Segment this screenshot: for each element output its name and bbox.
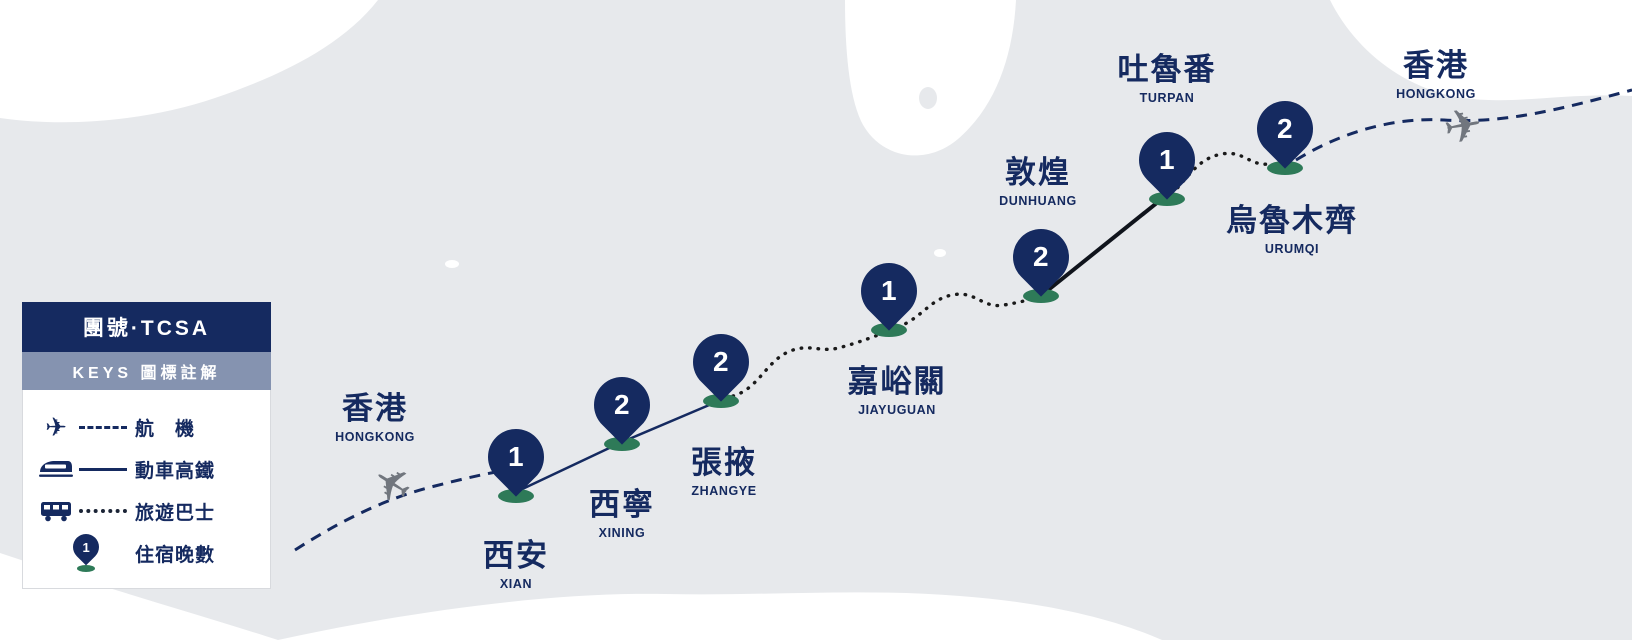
stop-name-en: HONGKONG: [1396, 87, 1476, 101]
route-bus-zhangye-jiayuguan: [731, 329, 890, 398]
stop-label-hongkong-depart: 香港 HONGKONG: [335, 383, 415, 444]
legend-item-label: 旅遊巴士: [135, 502, 216, 524]
stop-name-zh: 敦煌: [1005, 155, 1071, 190]
stop-name-zh: 西安: [483, 538, 549, 573]
train-icon: [37, 458, 75, 480]
stop-name-en: DUNHUANG: [999, 194, 1077, 208]
stop-label-xian: 西安 XIAN: [483, 530, 549, 591]
nights-pin-icon: 1: [67, 528, 105, 572]
legend-body: ✈ 航 機 動車高鐵: [22, 390, 271, 589]
route-lines: [294, 88, 1632, 552]
stop-label-zhangye: 張掖 ZHANGYE: [691, 437, 757, 498]
dashed-line-sample: [79, 425, 127, 429]
legend-panel: 團號·TCSA KEYS 圖標註解 ✈ 航 機 動車高: [22, 302, 271, 589]
legend-item-flight: ✈ 航 機: [37, 406, 256, 448]
nights-count: 2: [614, 389, 630, 421]
stop-name-zh: 烏魯木齊: [1226, 203, 1358, 238]
solid-line-sample: [79, 467, 127, 471]
legend-item-label: 動車高鐵: [135, 460, 216, 482]
legend-flight-label: 航 機: [135, 418, 196, 440]
stop-label-turpan: 吐魯番 TURPAN: [1118, 44, 1217, 105]
stop-name-en: HONGKONG: [335, 430, 415, 444]
stop-name-zh: 張掖: [691, 445, 757, 480]
stop-name-zh: 吐魯番: [1117, 52, 1217, 87]
nights-pin-cell: 1: [37, 528, 135, 572]
nights-count: 2: [1277, 113, 1293, 145]
legend-item-label: 航 機: [135, 414, 227, 441]
stop-label-xining: 西寧 XINING: [589, 479, 655, 540]
stop-name-en: XINING: [598, 526, 646, 540]
pin-base-ellipse: [77, 565, 95, 572]
plane-icon: ✈: [1439, 97, 1487, 155]
plane-icon: ✈: [45, 412, 67, 442]
stop-name-zh: 嘉峪關: [847, 364, 947, 399]
stop-name-zh: 香港: [1403, 48, 1469, 83]
route-flight-hongkong-xian: [294, 468, 509, 552]
route-bus-turpan-urumqi: [1170, 151, 1285, 196]
legend-item-label: 住宿晚數: [135, 544, 216, 566]
nights-count: 2: [713, 346, 729, 378]
route-rail-dunhuang-turpan: [1045, 196, 1165, 293]
stop-label-jiayuguan: 嘉峪關 JIAYUGUAN: [848, 356, 947, 417]
stop-name-en: URUMQI: [1264, 242, 1320, 256]
route-bus-jiayuguan-dunhuang: [896, 292, 1043, 329]
stop-name-en: TURPAN: [1139, 91, 1195, 105]
nights-count: 1: [82, 539, 90, 555]
legend-item-nights: 1 住宿晚數: [37, 528, 256, 574]
stop-name-zh: 西寧: [589, 487, 655, 522]
stop-name-en: JIAYUGUAN: [858, 403, 936, 417]
stop-label-hongkong-return: 香港 HONGKONG: [1396, 40, 1476, 101]
nights-count: 2: [1033, 241, 1049, 273]
stop-label-urumqi: 烏魯木齊 URUMQI: [1226, 195, 1358, 256]
legend-keys-header: KEYS 圖標註解: [22, 352, 271, 390]
dotted-line-sample: [79, 509, 127, 513]
stop-name-en: ZHANGYE: [691, 484, 757, 498]
legend-item-bus: 旅遊巴士: [37, 490, 256, 532]
route-flight-urumqi-hongkong: [1295, 88, 1632, 162]
nights-count: 1: [508, 441, 524, 473]
tour-code-header: 團號·TCSA: [22, 302, 271, 352]
bus-icon: [37, 500, 75, 522]
legend-item-rail: 動車高鐵: [37, 448, 256, 490]
nights-count: 1: [1159, 144, 1175, 176]
stop-name-en: XIAN: [499, 577, 533, 591]
stop-name-zh: 香港: [342, 391, 408, 426]
nights-count: 1: [881, 275, 897, 307]
stop-label-dunhuang: 敦煌 DUNHUANG: [999, 147, 1077, 208]
